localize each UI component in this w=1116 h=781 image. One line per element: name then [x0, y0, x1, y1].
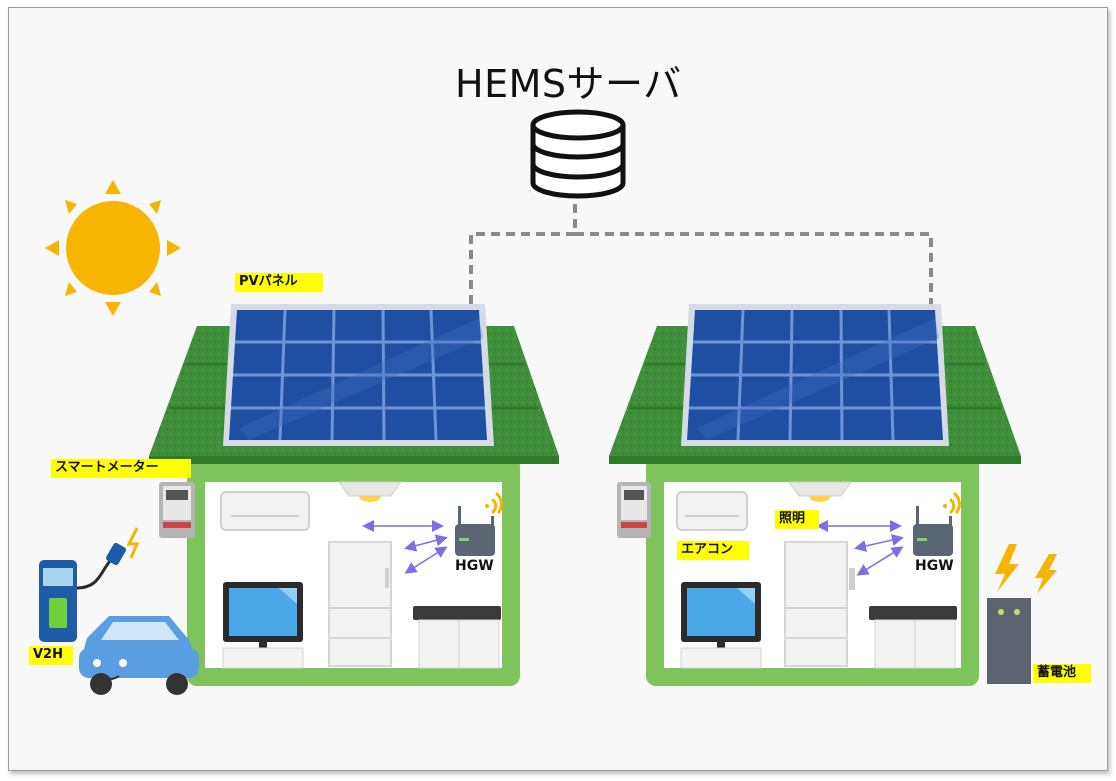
ceiling-light-icon — [338, 481, 402, 502]
tv-icon — [680, 582, 762, 669]
ceiling-light-icon — [788, 481, 852, 502]
aircon-label: エアコン — [677, 541, 749, 560]
stove-icon — [413, 606, 501, 669]
pv-panel-label: PVパネル — [235, 273, 323, 292]
ev-charger-icon — [39, 527, 140, 642]
link-arrows-right — [816, 520, 904, 576]
router-icon — [455, 506, 495, 556]
wifi-icon — [943, 492, 961, 514]
solar-panel-icon — [223, 304, 494, 446]
smart-meter-icon — [617, 482, 651, 538]
v2h-label: V2H — [29, 646, 73, 665]
refrigerator-icon — [328, 541, 392, 667]
diagram-title: HEMSサーバ — [455, 62, 682, 106]
smart-meter-label: スマートメーター — [51, 459, 191, 478]
stove-icon — [869, 606, 957, 669]
solar-panel-icon — [681, 304, 949, 446]
hgw-label-right: HGW — [915, 558, 954, 574]
lighting-label: 照明 — [775, 510, 819, 529]
diagram-canvas: HEMSサーバ PVパネル スマートメーター V2H 照明 エアコン 蓄電池 H… — [8, 7, 1108, 771]
refrigerator-icon — [784, 541, 855, 667]
lightning-icon — [995, 544, 1057, 594]
storage-battery-label: 蓄電池 — [1033, 664, 1091, 683]
car-icon — [79, 616, 199, 695]
router-icon — [913, 506, 953, 556]
sun-icon — [45, 180, 181, 316]
wifi-icon — [485, 492, 503, 514]
hgw-label-left: HGW — [455, 558, 494, 574]
smart-meter-icon — [159, 482, 195, 538]
battery-icon — [987, 598, 1031, 684]
tv-icon — [222, 582, 304, 669]
link-arrows-left — [362, 520, 448, 574]
database-icon — [530, 109, 626, 199]
air-conditioner-icon — [220, 491, 310, 531]
air-conditioner-icon — [676, 491, 748, 531]
